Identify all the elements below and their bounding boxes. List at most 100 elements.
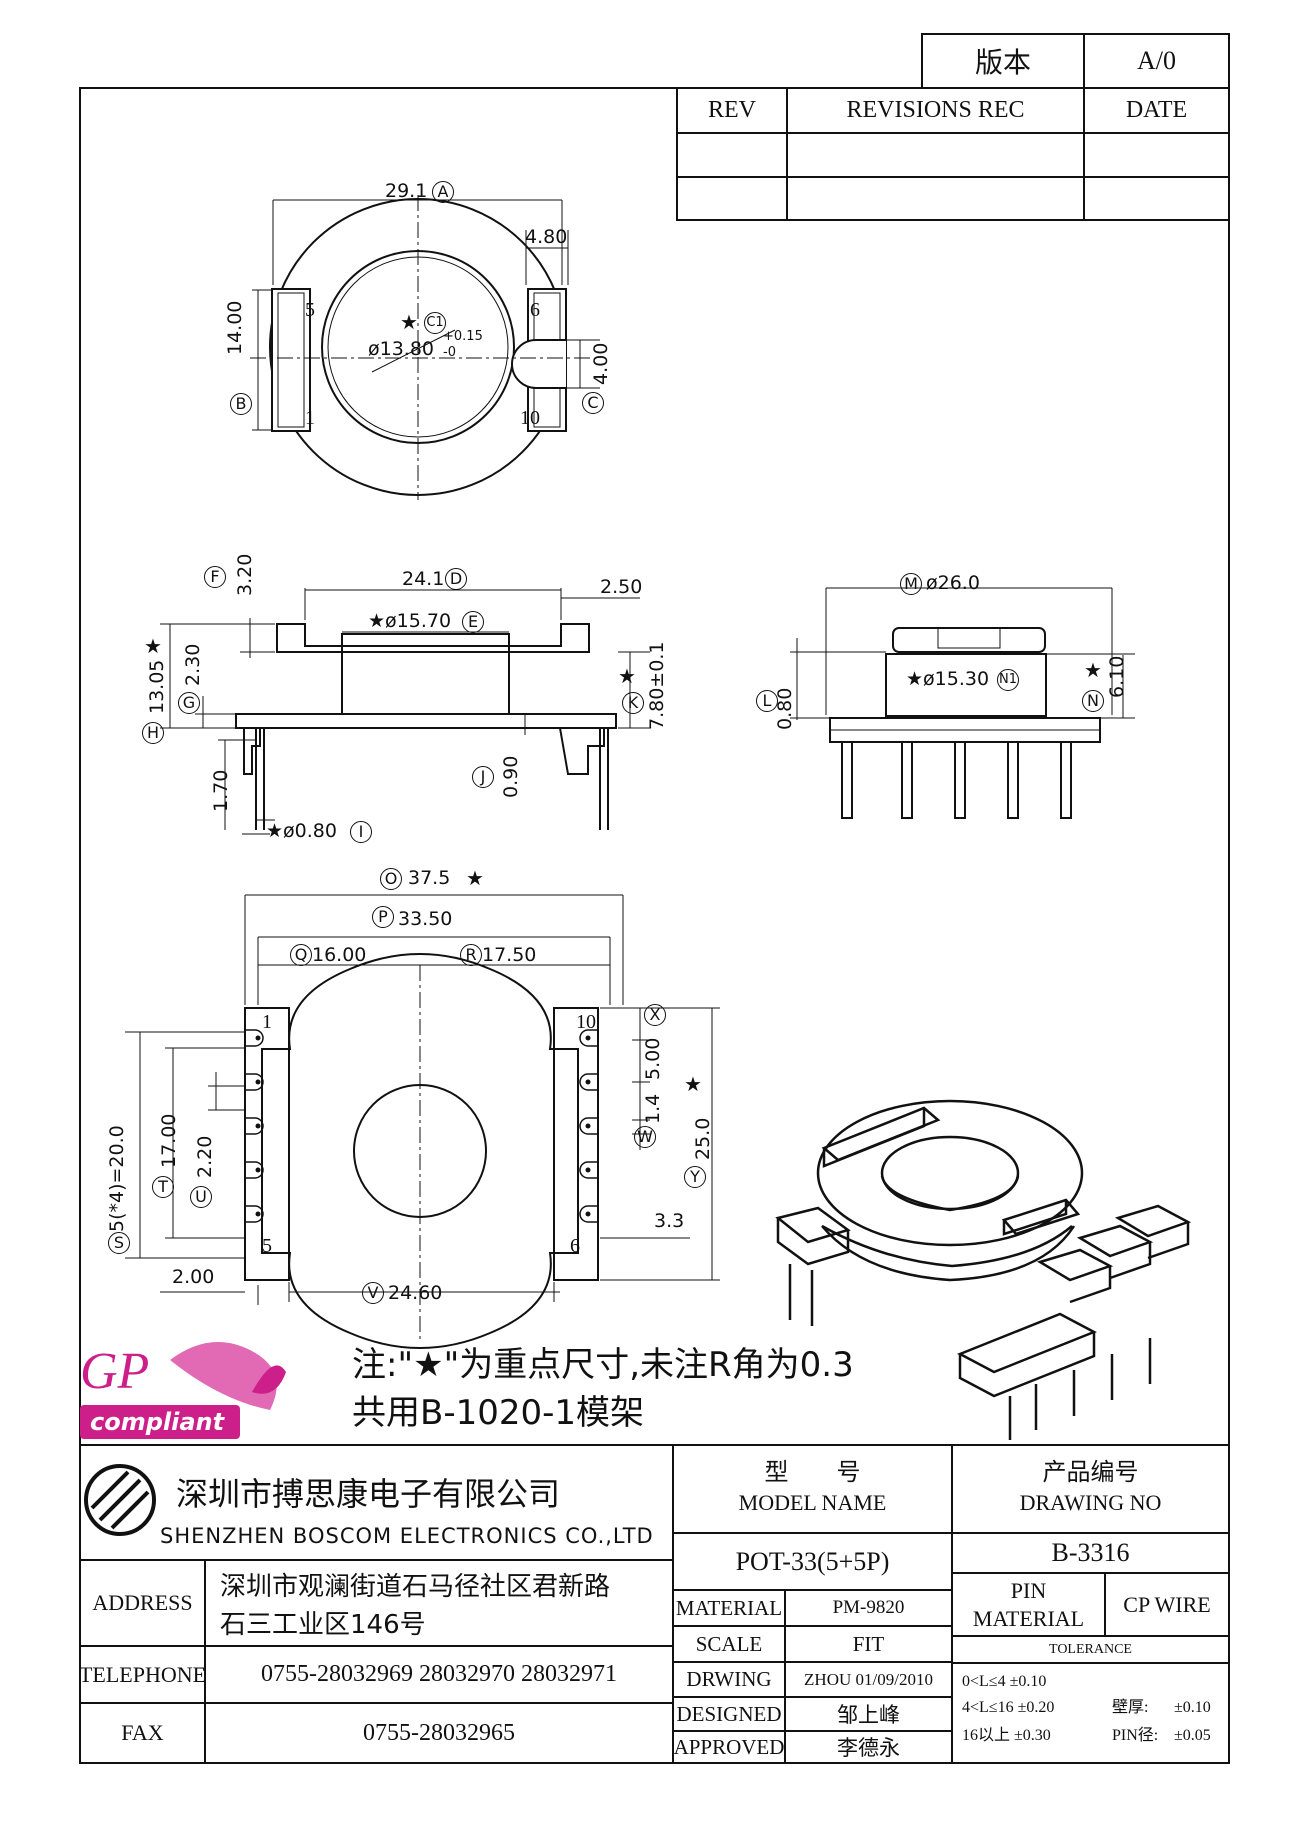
dim-16-00: 16.00	[312, 944, 367, 966]
fax-value: 0755-28032965	[363, 1719, 515, 1746]
dim-33-50: 33.50	[398, 908, 453, 930]
ref-e: E	[462, 611, 484, 633]
dim-4-00: 4.00	[590, 342, 612, 385]
address-line-1: 深圳市观澜街道石马径社区君新路	[220, 1572, 611, 1602]
star-c1: ★	[400, 310, 418, 334]
dim-2-50: 2.50	[600, 576, 643, 598]
rev-header: REV	[708, 97, 756, 123]
pin-label-5-bottom: 5	[262, 1235, 272, 1257]
pin-label-10: 10	[520, 407, 540, 429]
version-label: 版本	[974, 48, 1031, 79]
tolerance-row-3: 16以上 ±0.30	[962, 1727, 1051, 1744]
dim-29-1: 29.1	[385, 180, 428, 202]
dim-24-1: 24.1	[402, 568, 445, 590]
dim-37-5: 37.5	[408, 867, 451, 889]
ref-r: R	[460, 944, 482, 966]
ref-w: W	[634, 1126, 656, 1148]
dim-5-00: 5.00	[642, 1037, 664, 1080]
ref-n1: N1	[997, 669, 1019, 691]
ref-i: I	[350, 821, 372, 843]
dim-bore-e: ★ø15.70	[368, 610, 452, 632]
star-n: ★	[1084, 658, 1102, 682]
wall-label: 壁厚:	[1112, 1699, 1149, 1716]
drawing-by-label: DRWING	[686, 1667, 772, 1691]
dim-17-50: 17.50	[482, 944, 537, 966]
note-line-1: 注:"★"为重点尺寸,未注R角为0.3	[352, 1345, 854, 1385]
address-label: ADDRESS	[92, 1590, 193, 1615]
material-value: PM-9820	[832, 1597, 905, 1618]
pin-material-value: CP WIRE	[1123, 1591, 1211, 1617]
boscom-logo-graphic	[84, 1464, 156, 1536]
scale-label: SCALE	[695, 1631, 763, 1656]
ref-s: S	[108, 1232, 130, 1254]
ref-b: B	[230, 393, 252, 415]
dim-24-60: 24.60	[388, 1282, 443, 1304]
drawing-label-cn: 产品编号	[1042, 1459, 1139, 1486]
ref-g: G	[178, 692, 200, 714]
dim-26-0: ø26.0	[926, 572, 980, 594]
top-view	[250, 195, 600, 500]
ref-c1: C1	[424, 312, 446, 334]
dim-15-30: ★ø15.30	[906, 668, 990, 690]
revisions-header: REVISIONS REC	[846, 97, 1025, 123]
model-label-cn: 型 号	[764, 1459, 861, 1486]
scale-value: FIT	[852, 1631, 885, 1656]
dim-pin-dia: ★ø0.80	[266, 820, 337, 842]
tolerance-row-1: 0<L≤4 ±0.10	[962, 1673, 1047, 1690]
drawing-by-value: ZHOU 01/09/2010	[804, 1669, 933, 1689]
pin-dia-label: PIN径:	[1112, 1727, 1159, 1744]
dim-17-00: 17.00	[158, 1113, 180, 1168]
designed-label: DESIGNED	[676, 1701, 782, 1726]
pin-label-1-bottom: 1	[262, 1011, 272, 1033]
side-view	[160, 588, 650, 835]
drawing-value: B-3316	[1051, 1538, 1130, 1567]
dim-25-0: 25.0	[692, 1117, 714, 1160]
gp-logo-graphic	[80, 1342, 286, 1439]
ref-p: P	[372, 906, 394, 928]
ref-y: Y	[684, 1166, 706, 1188]
ref-o: O	[380, 868, 402, 890]
ref-j: J	[472, 766, 494, 788]
approved-value: 李德永	[837, 1736, 900, 1760]
designed-value: 邹上峰	[837, 1703, 900, 1727]
pin-label-6: 6	[530, 299, 540, 321]
address-line-2: 石三工业区146号	[220, 1610, 426, 1640]
version-value: A/0	[1137, 46, 1176, 75]
dim-3-20: 3.20	[234, 553, 256, 596]
ref-a: A	[432, 181, 454, 203]
gp-logo-sub: compliant	[90, 1408, 225, 1436]
pin-dia-value: ±0.05	[1174, 1727, 1211, 1744]
approved-label: APPROVED	[673, 1734, 785, 1759]
ref-h: H	[142, 722, 164, 744]
pin-label-10-bottom: 10	[576, 1011, 596, 1033]
telephone-label: TELEPHONE	[78, 1661, 207, 1687]
pin-label-1: 1	[305, 407, 315, 429]
ref-f: F	[204, 566, 226, 588]
material-label: MATERIAL	[675, 1595, 783, 1620]
isometric-view	[775, 1099, 1192, 1440]
ref-u: U	[190, 1186, 212, 1208]
ref-k: K	[622, 692, 644, 714]
dim-1-4: 1.4	[642, 1093, 664, 1124]
dim-7-80: 7.80±0.1	[646, 641, 668, 730]
ref-l: L	[756, 690, 778, 712]
dim-4-80: 4.80	[525, 226, 568, 248]
date-header: DATE	[1125, 97, 1188, 123]
ref-c: C	[582, 392, 604, 414]
fax-label: FAX	[121, 1720, 164, 1745]
dim-2-00: 2.00	[172, 1266, 215, 1288]
dim-14-00: 14.00	[224, 300, 246, 355]
model-value: POT-33(5+5P)	[735, 1546, 890, 1576]
model-label-en: MODEL NAME	[738, 1490, 887, 1515]
dim-0-90: 0.90	[500, 755, 522, 798]
ref-x: X	[644, 1004, 666, 1026]
tolerance-row-2: 4<L≤16 ±0.20	[962, 1699, 1055, 1716]
pin-label-5: 5	[305, 299, 315, 321]
dim-5x4: 5(*4)=20.0	[106, 1125, 128, 1232]
note-line-2: 共用B-1020-1模架	[352, 1393, 645, 1433]
dim-3-3: 3.3	[654, 1210, 685, 1232]
dim-core-tol-lower: -0	[443, 345, 456, 360]
star-o: ★	[466, 866, 484, 890]
ref-q: Q	[290, 944, 312, 966]
dim-13-05: 13.05	[146, 659, 168, 714]
